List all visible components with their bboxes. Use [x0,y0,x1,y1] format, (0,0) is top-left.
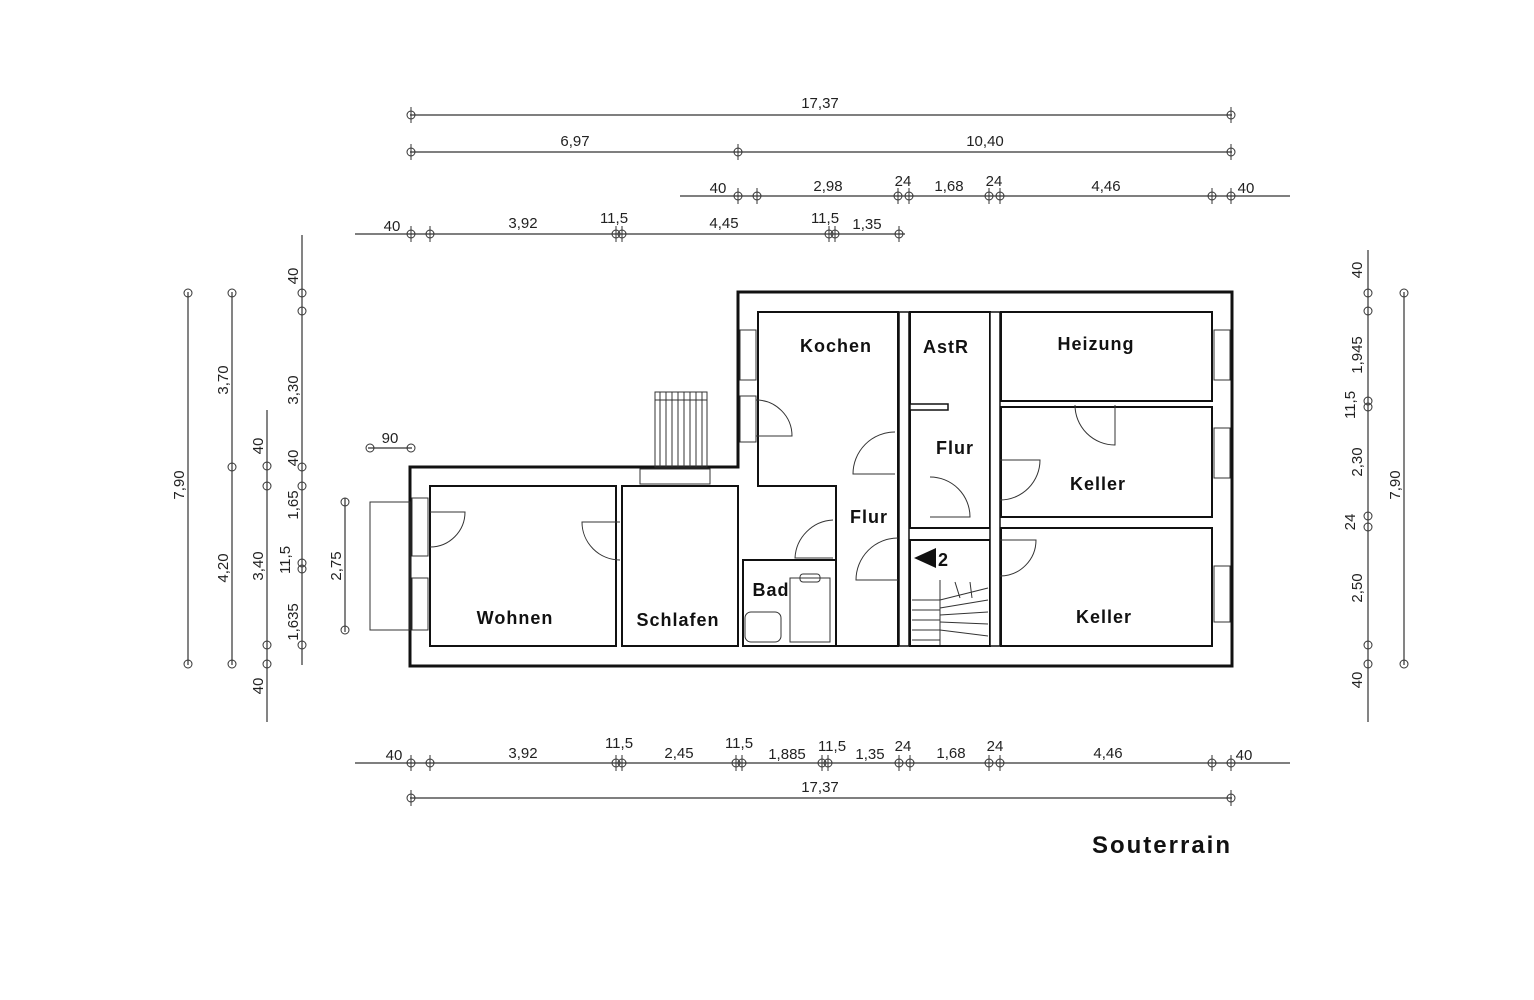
right-dimensions: 40 1,945 11,5 2,30 24 2,50 40 7,90 [1342,250,1409,722]
room-keller-upper: Keller [1070,474,1126,494]
dim-top-r4: 1,35 [852,216,881,233]
room-heizung: Heizung [1058,334,1135,354]
plan-caption: Souterrain [1092,832,1232,859]
dim-right-total: 7,90 [1387,470,1404,499]
interior-stair [912,580,989,645]
dim-bottom-row: 1,35 [855,746,884,763]
entrance-stair [654,391,708,468]
room-flur-right: Flur [936,438,974,458]
dim-right-c1: 40 [1349,262,1366,279]
dim-top-r3: 1,68 [934,178,963,195]
dim-left-c2: 3,70 [215,365,232,394]
room-wohnen: Wohnen [477,608,554,628]
room-kochen: Kochen [800,336,872,356]
bathroom-fixtures [744,573,831,643]
dim-right-c1: 1,945 [1349,336,1366,374]
dim-bottom-row: 24 [987,738,1004,755]
dim-left-step: 90 [382,430,399,447]
room-flur-left: Flur [850,507,888,527]
dim-top-r3: 40 [1238,180,1255,197]
dim-left-c2: 4,20 [215,553,232,582]
building-walls [408,290,1234,668]
room-bad: Bad [752,580,789,600]
stair-arrow-icon [914,548,936,568]
dim-right-c1: 11,5 [1342,391,1359,419]
dim-bottom-row: 40 [386,747,403,764]
dim-bottom-row: 40 [1236,747,1253,764]
dim-left-total: 7,90 [171,470,188,499]
dim-top-r3: 24 [986,173,1003,190]
room-schlafen: Schlafen [636,610,719,630]
dim-bottom-total: 17,37 [801,779,839,796]
dim-bottom-row: 1,885 [768,746,806,763]
dim-left-c4: 3,30 [285,375,302,404]
room-astr: AstR [923,337,969,357]
dim-top-r3: 2,98 [813,178,842,195]
room-keller-lower: Keller [1076,607,1132,627]
dim-bottom-row: 11,5 [725,735,753,752]
dim-left-c3: 40 [250,438,267,455]
dim-right-c1: 40 [1349,672,1366,689]
dim-top-r4: 3,92 [508,215,537,232]
dim-top-r3: 24 [895,173,912,190]
dim-bottom-row: 3,92 [508,745,537,762]
dim-bottom-row: 2,45 [664,745,693,762]
dim-top-r3: 4,46 [1091,178,1120,195]
dim-left-c4: 11,5 [277,546,294,574]
dim-left-c4: 1,635 [285,603,302,641]
dim-left-c4: 40 [285,268,302,285]
dim-top-r4: 11,5 [811,210,839,227]
dim-bottom-row: 11,5 [818,738,846,755]
dim-left-c4: 40 [285,450,302,467]
dim-bottom-row: 4,46 [1093,745,1122,762]
top-dimensions: 17,37 6,97 10,40 40 2,98 24 1,68 24 4,46… [355,95,1290,242]
dim-top-r3: 40 [710,180,727,197]
dim-left-c4: 1,65 [285,490,302,519]
dim-bottom-row: 11,5 [605,735,633,752]
left-dimensions: 7,90 3,70 4,20 40 3,40 40 40 3,30 40 1,6… [171,235,416,722]
dim-top-split-b: 10,40 [966,133,1004,150]
doors [429,399,1116,581]
bottom-dimensions: 40 3,92 11,5 2,45 11,5 1,885 11,5 1,35 2… [355,735,1290,806]
dim-top-split-a: 6,97 [560,133,589,150]
dim-left-terrace: 2,75 [328,551,345,580]
dim-bottom-row: 1,68 [936,745,965,762]
dim-right-c1: 2,30 [1349,447,1366,476]
dim-left-c3: 3,40 [250,551,267,580]
dim-bottom-row: 24 [895,738,912,755]
stair-marker: 2 [938,550,949,570]
dim-left-c3: 40 [250,678,267,695]
dim-right-c1: 24 [1342,514,1359,531]
dim-right-c1: 2,50 [1349,573,1366,602]
dim-top-r4: 4,45 [709,215,738,232]
windows [369,329,1231,631]
dim-top-r4: 40 [384,218,401,235]
dim-top-r4: 11,5 [600,210,628,227]
dim-top-total: 17,37 [801,95,839,112]
